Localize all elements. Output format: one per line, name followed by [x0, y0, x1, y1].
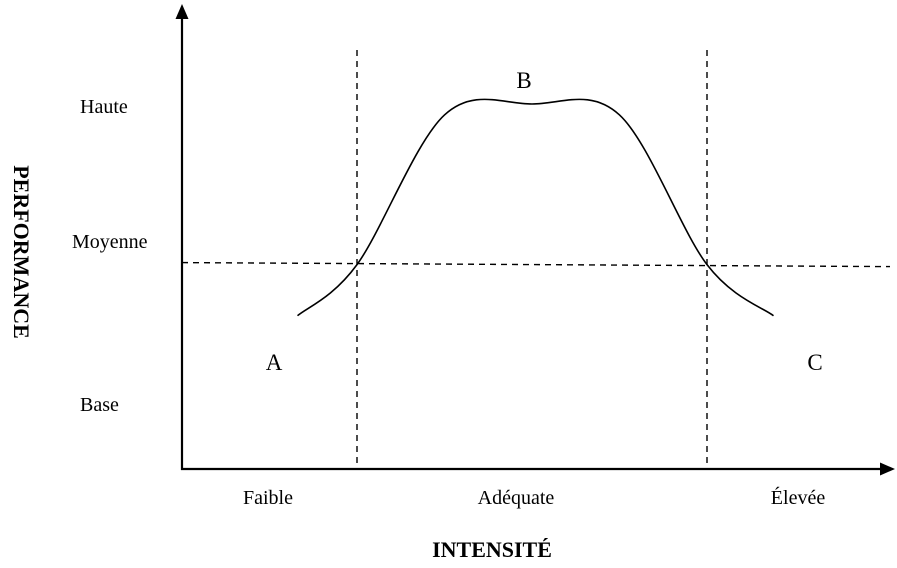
y-tick-label-base: Base: [80, 394, 119, 416]
region-labels: A B C: [266, 68, 823, 375]
region-label-c: C: [807, 350, 822, 375]
x-axis-title: INTENSITÉ: [432, 537, 552, 562]
x-axis-arrow: [880, 462, 895, 476]
y-tick-labels: Base Moyenne Haute: [72, 96, 148, 416]
y-axis-arrow: [175, 4, 189, 19]
x-tick-label-adequate: Adéquate: [478, 487, 555, 509]
axes: [175, 4, 895, 476]
y-tick-label-moyenne: Moyenne: [72, 231, 148, 253]
reference-line-horizontal: [181, 261, 891, 268]
region-label-b: B: [516, 68, 531, 93]
y-tick-label-haute: Haute: [80, 96, 128, 118]
y-axis-title: PERFORMANCE: [9, 165, 34, 339]
x-tick-label-elevee: Élevée: [771, 486, 826, 509]
performance-curve: [296, 98, 774, 317]
x-tick-label-faible: Faible: [243, 487, 293, 509]
x-tick-labels: Faible Adéquate Élevée: [243, 486, 825, 509]
region-label-a: A: [266, 350, 283, 375]
reference-lines: [181, 50, 891, 470]
